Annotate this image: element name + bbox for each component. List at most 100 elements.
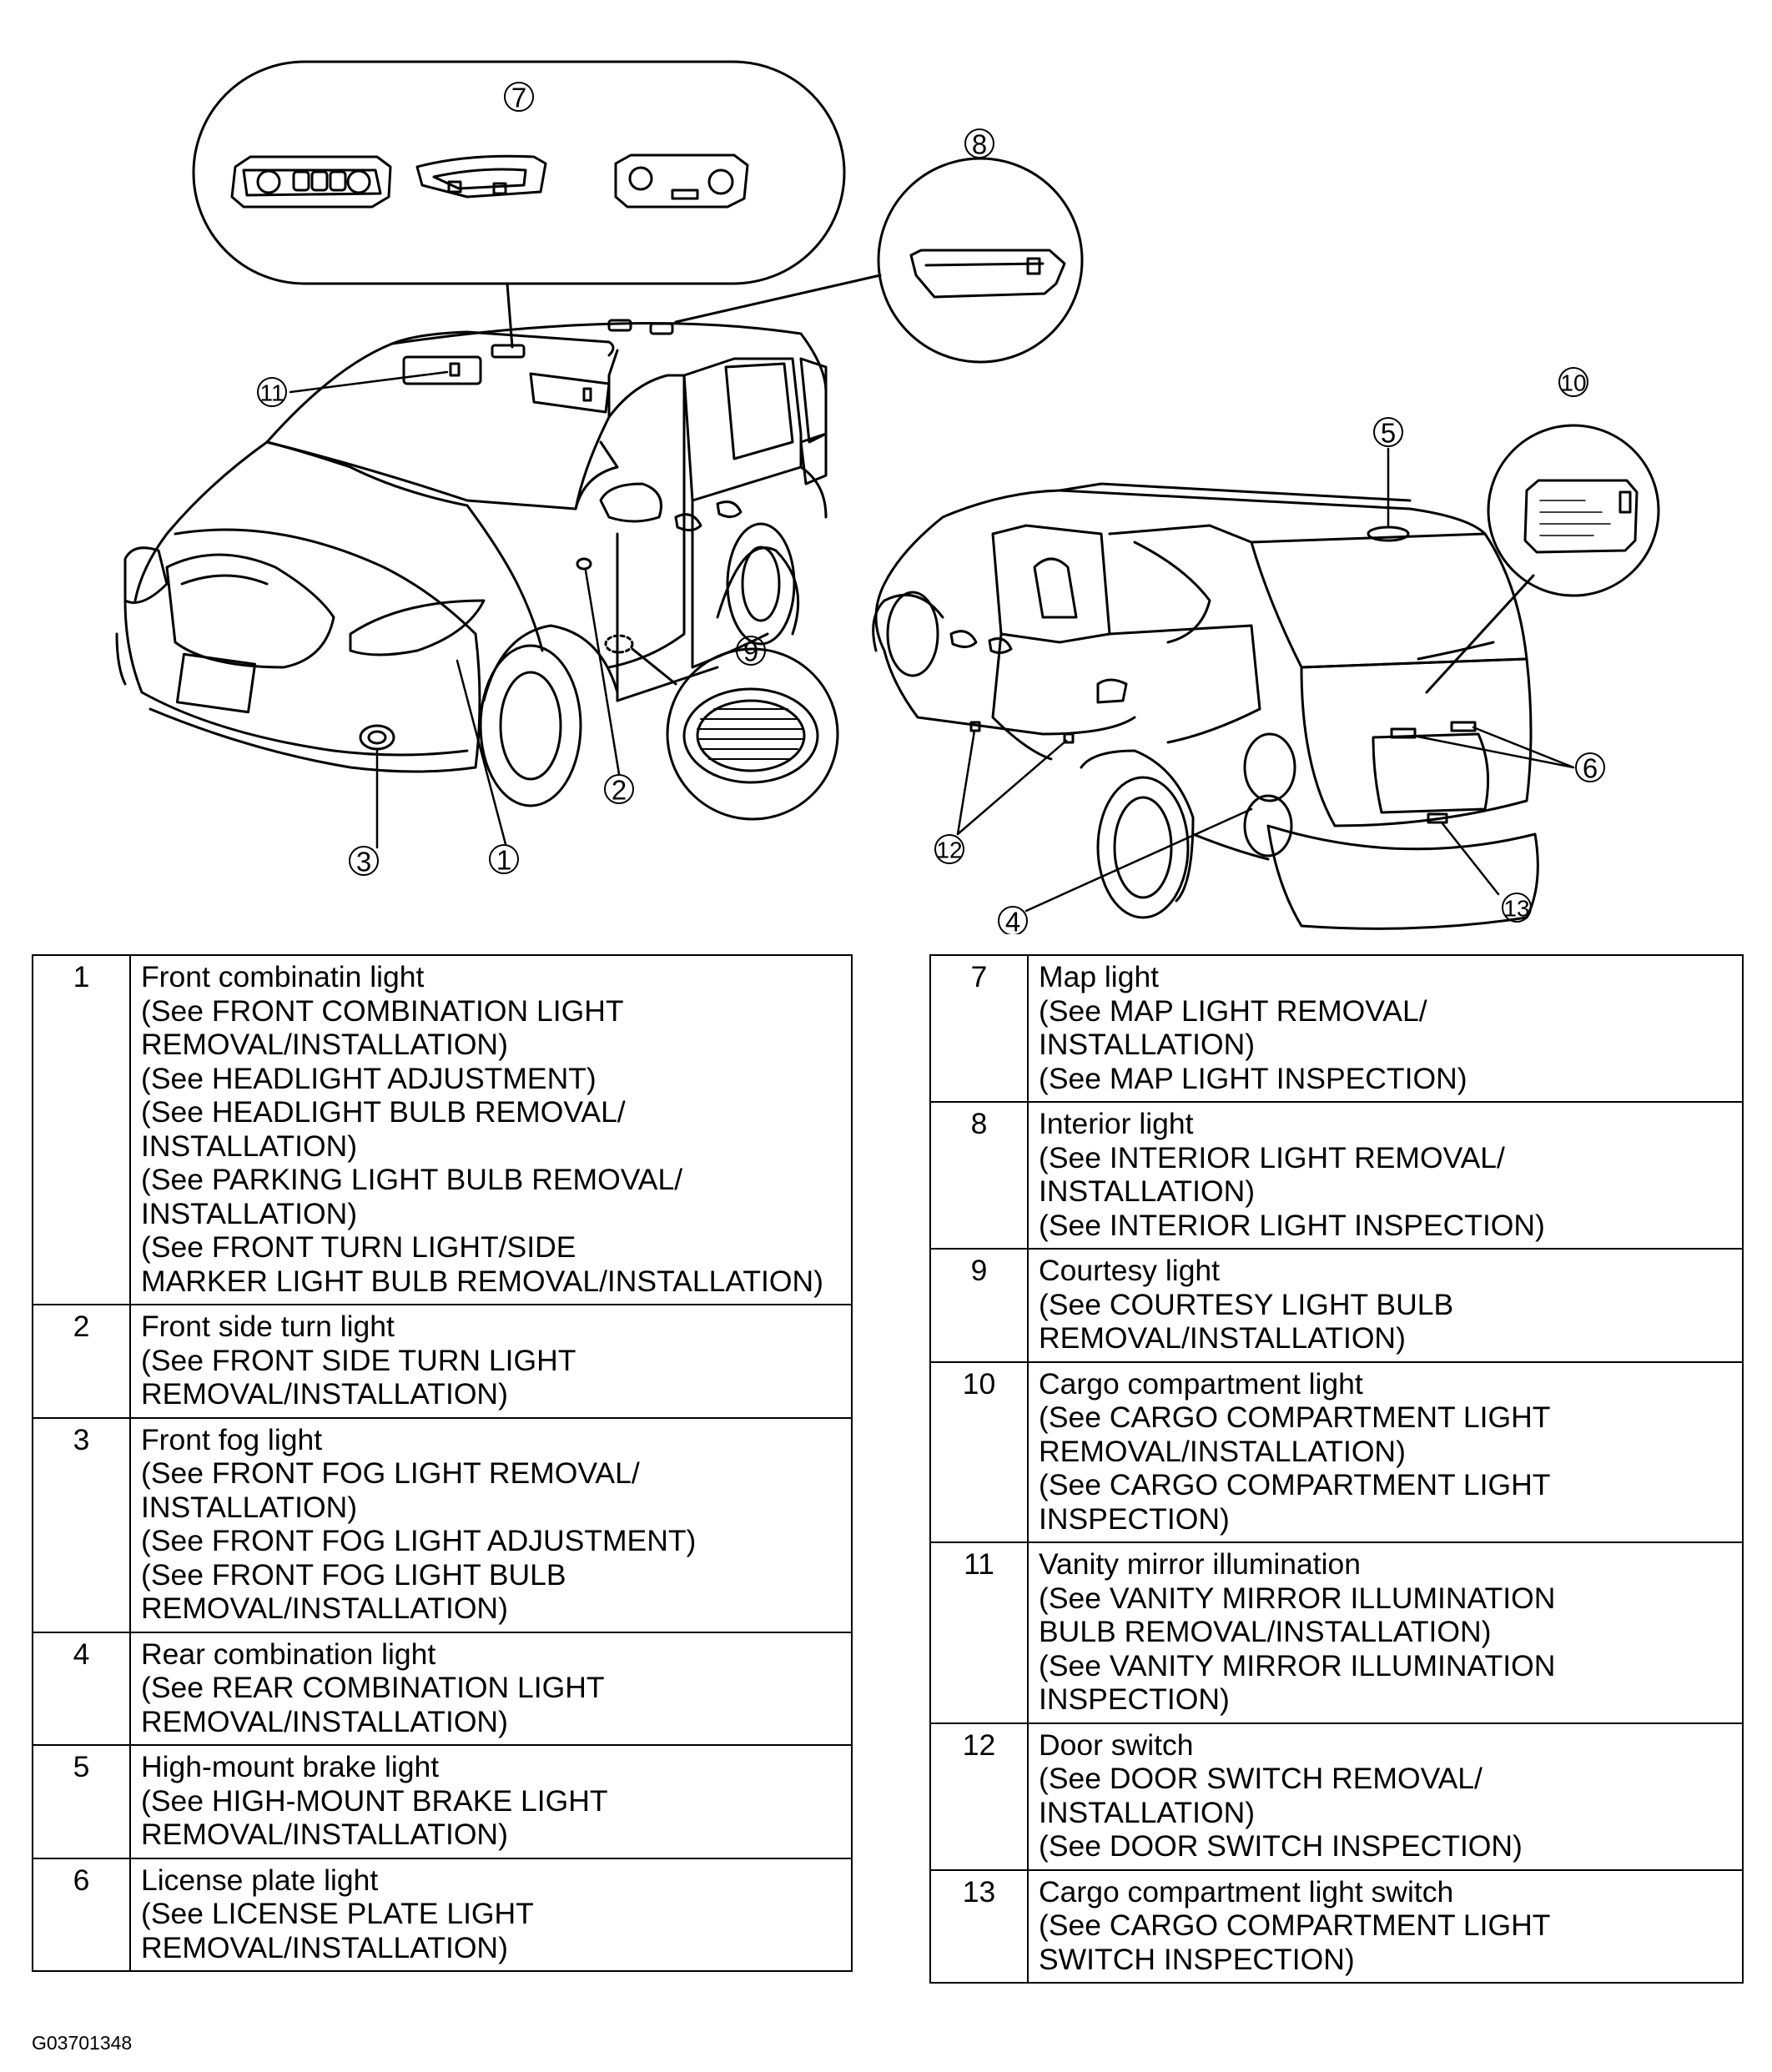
legend-line: INSTALLATION): [1039, 1028, 1256, 1061]
legend-number: 10: [929, 1360, 1029, 1543]
legend-line: (See FRONT FOG LIGHT ADJUSTMENT): [141, 1524, 697, 1557]
legend-description: Front side turn light(See FRONT SIDE TUR…: [129, 1304, 853, 1419]
legend-description: Front fog light(See FRONT FOG LIGHT REMO…: [129, 1416, 853, 1633]
legend-line: (See INTERIOR LIGHT REMOVAL/: [1039, 1140, 1505, 1174]
callout-circles: [257, 82, 1605, 934]
legend-line: Door switch: [1039, 1728, 1194, 1762]
legend-line: INSPECTION): [1039, 1501, 1230, 1536]
legend-number: 4: [32, 1631, 131, 1746]
callout-8: 8: [972, 129, 987, 160]
callout-1: 1: [496, 845, 511, 876]
legend-line: Cargo compartment light switch: [1039, 1874, 1454, 1909]
legend-line: (See HIGH-MOUNT BRAKE LIGHT: [141, 1783, 608, 1818]
legend-description: Door switch(See DOOR SWITCH REMOVAL/INST…: [1027, 1722, 1744, 1871]
callout-13: 13: [1503, 896, 1529, 922]
callout-3: 3: [356, 847, 371, 878]
callout-7: 7: [511, 83, 526, 113]
legend-line: INSTALLATION): [1039, 1795, 1256, 1829]
legend-line: (See FRONT FOG LIGHT BULB: [141, 1557, 566, 1592]
legend-line: Interior light: [1039, 1107, 1194, 1140]
legend-line: INSTALLATION): [141, 1129, 358, 1163]
legend-number: 12: [929, 1722, 1029, 1871]
legend-line: (See MAP LIGHT REMOVAL/: [1039, 993, 1427, 1028]
legend-line: (See FRONT SIDE TURN LIGHT: [141, 1343, 576, 1377]
legend-line: License plate light: [141, 1863, 379, 1897]
legend-line: (See FRONT COMBINATION LIGHT: [141, 993, 624, 1028]
legend-line: REMOVAL/INSTALLATION): [141, 1930, 508, 1964]
legend-line: REMOVAL/INSTALLATION): [141, 1377, 508, 1411]
legend-number: 7: [929, 954, 1029, 1103]
legend-number: 6: [32, 1857, 131, 1972]
legend-description: Map light(See MAP LIGHT REMOVAL/INSTALLA…: [1027, 954, 1744, 1103]
legend-line: (See VANITY MIRROR ILLUMINATION: [1039, 1648, 1556, 1682]
legend-line: (See COURTESY LIGHT BULB: [1039, 1287, 1454, 1321]
legend-line: Courtesy light: [1039, 1254, 1221, 1287]
legend-line: (See CARGO COMPARTMENT LIGHT: [1039, 1401, 1551, 1434]
rear-vehicle-drawing: [872, 482, 1539, 930]
callout-10: 10: [1560, 370, 1586, 396]
callout-6: 6: [1583, 753, 1598, 784]
cargo-light-inset: [1425, 424, 1660, 694]
legend-number: 9: [929, 1248, 1029, 1363]
legend-number: 5: [32, 1744, 131, 1859]
legend-description: Rear combination light(See REAR COMBINAT…: [129, 1631, 853, 1746]
callout-9: 9: [743, 636, 758, 667]
legend-number: 1: [32, 954, 131, 1305]
legend-description: Vanity mirror illumination(See VANITY MI…: [1027, 1541, 1744, 1724]
legend-description: Cargo compartment light switch(See CARGO…: [1027, 1868, 1744, 1984]
callout-2: 2: [612, 775, 627, 806]
figure-code: G03701348: [32, 2032, 133, 2054]
legend-line: Front fog light: [141, 1422, 323, 1456]
interior-light-inset: [674, 157, 1084, 364]
legend-line: SWITCH INSPECTION): [1039, 1942, 1355, 1976]
legend-line: REMOVAL/INSTALLATION): [1039, 1434, 1406, 1468]
vehicle-lighting-diagram: 7 8 10 11 5 9 6 2 12 1 3 4 13: [115, 60, 1660, 934]
legend-line: REMOVAL/INSTALLATION): [141, 1592, 508, 1625]
legend-number: 8: [929, 1101, 1029, 1250]
legend-line: (See VANITY MIRROR ILLUMINATION: [1039, 1581, 1556, 1615]
legend-line: (See FRONT TURN LIGHT/SIDE: [141, 1230, 576, 1264]
legend-description: Cargo compartment light(See CARGO COMPAR…: [1027, 1360, 1744, 1543]
legend-line: (See HEADLIGHT BULB REMOVAL/: [141, 1095, 626, 1129]
legend-line: (See REAR COMBINATION LIGHT: [141, 1671, 605, 1704]
legend-line: Front side turn light: [141, 1310, 395, 1343]
legend-line: (See MAP LIGHT INSPECTION): [1039, 1061, 1467, 1095]
legend-line: (See CARGO COMPARTMENT LIGHT: [1039, 1468, 1551, 1501]
legend-description: High-mount brake light(See HIGH-MOUNT BR…: [129, 1744, 853, 1859]
map-light-unit-2: [415, 154, 547, 199]
legend-line: (See DOOR SWITCH REMOVAL/: [1039, 1762, 1483, 1795]
legend-line: Cargo compartment light: [1039, 1366, 1363, 1401]
legend-number: 13: [929, 1868, 1029, 1984]
legend-description: Front combinatin light(See FRONT COMBINA…: [129, 954, 853, 1305]
legend-line: REMOVAL/INSTALLATION): [141, 1818, 508, 1851]
legend-line: INSTALLATION): [141, 1490, 358, 1524]
legend-line: Vanity mirror illumination: [1039, 1547, 1362, 1581]
legend-number: 2: [32, 1304, 131, 1419]
legend-number: 11: [929, 1541, 1029, 1724]
legend-line: Rear combination light: [141, 1637, 436, 1671]
map-light-inset: [192, 60, 846, 349]
front-vehicle-drawing: [115, 319, 828, 807]
legend-description: Interior light(See INTERIOR LIGHT REMOVA…: [1027, 1101, 1744, 1250]
legend-line: (See CARGO COMPARTMENT LIGHT: [1039, 1909, 1551, 1942]
legend-line: (See PARKING LIGHT BULB REMOVAL/: [141, 1163, 683, 1196]
legend-line: MARKER LIGHT BULB REMOVAL/INSTALLATION): [141, 1264, 823, 1298]
legend-line: Front combinatin light: [141, 960, 425, 993]
legend-line: BULB REMOVAL/INSTALLATION): [1039, 1615, 1492, 1648]
legend-line: REMOVAL/INSTALLATION): [141, 1704, 508, 1738]
